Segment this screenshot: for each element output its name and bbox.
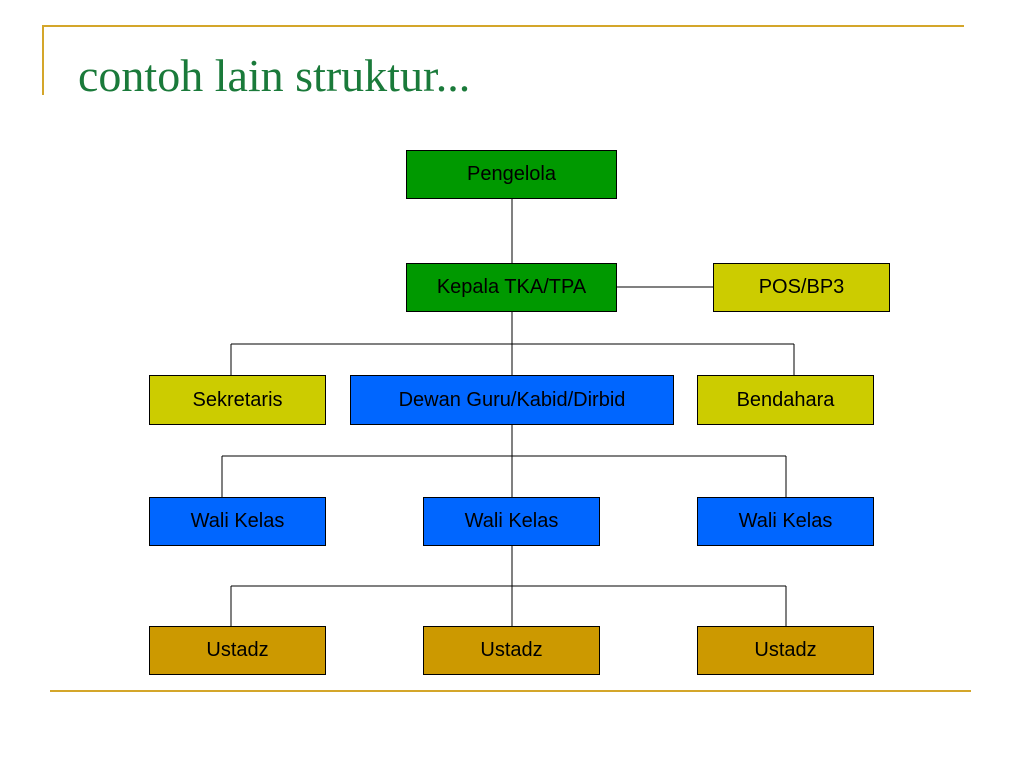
top-accent-line xyxy=(43,25,964,27)
node-dewan-guru: Dewan Guru/Kabid/Dirbid xyxy=(350,375,674,425)
node-wali-kelas: Wali Kelas xyxy=(149,497,326,546)
bottom-accent-line xyxy=(50,690,971,692)
node-pengelola: Pengelola xyxy=(406,150,617,199)
left-accent-line xyxy=(42,25,44,95)
node-kepala-tka-tpa: Kepala TKA/TPA xyxy=(406,263,617,312)
node-ustadz: Ustadz xyxy=(697,626,874,675)
node-bendahara: Bendahara xyxy=(697,375,874,425)
node-ustadz: Ustadz xyxy=(149,626,326,675)
node-ustadz: Ustadz xyxy=(423,626,600,675)
node-sekretaris: Sekretaris xyxy=(149,375,326,425)
slide-title: contoh lain struktur... xyxy=(78,50,471,101)
node-wali-kelas: Wali Kelas xyxy=(697,497,874,546)
node-pos-bp3: POS/BP3 xyxy=(713,263,890,312)
node-wali-kelas: Wali Kelas xyxy=(423,497,600,546)
